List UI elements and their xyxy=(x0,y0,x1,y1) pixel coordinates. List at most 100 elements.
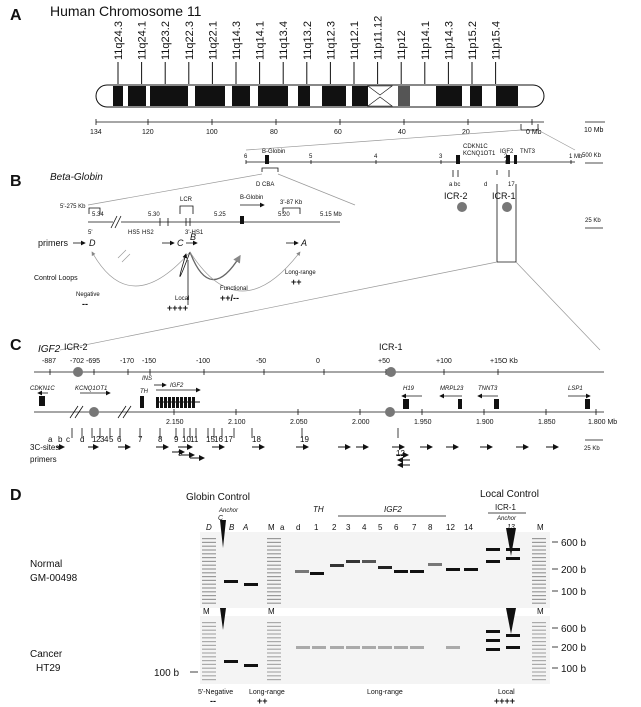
icr1-mid-flower-icon xyxy=(385,407,395,417)
axis-tick-label: 0 Mb xyxy=(526,129,542,136)
ladder-band xyxy=(267,541,281,543)
site-label: 11 xyxy=(190,435,199,444)
bottom-tick-label: 2.000 xyxy=(352,419,370,426)
scale-25kb-b: 25 Kb xyxy=(585,218,601,224)
bottom-tick-label: 1.950 xyxy=(414,419,432,426)
sub-label-17: 17 xyxy=(508,182,515,188)
lane-label: 2 xyxy=(332,523,337,532)
site-label: d xyxy=(80,435,84,444)
ladder-band xyxy=(202,656,216,658)
ladder-band xyxy=(202,675,216,677)
size-100-left: 100 b xyxy=(154,668,179,679)
gel-band xyxy=(486,639,500,642)
ladder-band xyxy=(202,622,216,624)
gene-th: TH xyxy=(140,389,149,395)
gel-band xyxy=(506,557,520,560)
ladder-band xyxy=(267,572,281,574)
gene-ins: INS xyxy=(142,376,152,382)
top-tick-label: -100 xyxy=(196,358,210,365)
gene-cdkn1c: CDKN1C xyxy=(30,386,55,392)
gel-band xyxy=(378,566,392,569)
band-label: 11q22.1 xyxy=(207,21,219,60)
3c-sites-label: 3C-sites xyxy=(30,443,59,452)
ladder-band xyxy=(267,576,281,578)
site-label: c xyxy=(66,435,70,444)
icr1-label-b: ICR-1 xyxy=(492,191,516,201)
ladder-band xyxy=(267,679,281,681)
ladder-band xyxy=(202,679,216,681)
loop-functional-sign: ++/-- xyxy=(220,293,239,303)
top-tick-label: +15O Kb xyxy=(490,358,518,365)
b-globin-label: B-Globin xyxy=(240,195,263,201)
axis-tick-label: 120 xyxy=(142,129,154,136)
ladder-band xyxy=(202,549,216,551)
gene-kcnq1ot1: KCNQ1OT1 xyxy=(75,386,107,392)
bottom-tick-label: 1.800 Mb xyxy=(588,419,617,426)
axis-tick-label: 100 xyxy=(206,129,218,136)
zoom-tick-label: 6 xyxy=(244,154,248,160)
site-label: 12 xyxy=(396,449,405,458)
band-label: 11q22.3 xyxy=(184,21,196,60)
gel-band xyxy=(362,560,376,563)
gel-band xyxy=(506,548,520,551)
bottom-tick-label: 2.100 xyxy=(228,419,246,426)
site-label: 1 xyxy=(92,435,97,444)
ladder-band xyxy=(532,564,546,566)
zoom-label-igf2: IGF2 xyxy=(500,149,514,155)
ladder-band xyxy=(267,625,281,627)
ladder-band xyxy=(202,633,216,635)
beta-globin-title: Beta-Globin xyxy=(50,172,103,183)
top-tick-label: +50 xyxy=(378,358,390,365)
gel-band xyxy=(410,570,424,573)
lane-m-right: M xyxy=(537,523,544,532)
ladder-band xyxy=(202,671,216,673)
gel-band xyxy=(464,568,478,571)
ladder-band xyxy=(532,579,546,581)
anchor-13-label: Anchor xyxy=(496,516,517,522)
primers-label-c: primers xyxy=(30,455,57,464)
gel-band xyxy=(330,564,344,567)
loop-negative-label: Negative xyxy=(76,292,100,298)
gel-normal xyxy=(200,532,550,608)
gel-band xyxy=(244,583,258,586)
ladder-band xyxy=(532,667,546,669)
globin-control-title: Globin Control xyxy=(186,492,250,503)
band-label: 11q12.3 xyxy=(325,21,337,60)
ladder-band xyxy=(267,549,281,551)
lane-label: 7 xyxy=(412,523,417,532)
ladder-band xyxy=(202,644,216,646)
ladder-band xyxy=(532,576,546,578)
ladder-band xyxy=(532,541,546,543)
zoom-tick-label: 1 Mb xyxy=(569,154,583,160)
ladder-band xyxy=(532,637,546,639)
igf2-exons xyxy=(156,397,200,408)
icr2-mid-flower-icon xyxy=(89,407,99,417)
five-prime-label: 5' xyxy=(88,230,92,236)
ladder-band xyxy=(532,549,546,551)
gel-band xyxy=(362,646,376,649)
gel-band xyxy=(312,646,326,649)
chromosome-ideogram xyxy=(95,84,545,108)
site-label: a xyxy=(48,435,53,444)
top-tick-label: -702 xyxy=(70,358,84,365)
igf2-lane-label: IGF2 xyxy=(384,505,402,514)
zoom-label-kcnq1ot1: KCNQ1OT1 xyxy=(463,151,496,157)
lane-label: 3 xyxy=(346,523,351,532)
panel-label-b: B xyxy=(10,173,22,190)
loop-functional-label: Functional xyxy=(220,286,248,292)
ladder-band xyxy=(267,591,281,593)
site-label: 18 xyxy=(252,435,261,444)
ladder-band xyxy=(267,598,281,600)
icr2-c-flower-icon xyxy=(73,367,83,377)
sub-label-dcba: D CBA xyxy=(256,182,274,188)
band-label: 11q24.1 xyxy=(137,21,149,60)
ladder-band xyxy=(267,595,281,597)
site-label: 17 xyxy=(224,435,233,444)
coord-525: 5.25 xyxy=(214,212,226,218)
loop-local-sign: ++++ xyxy=(167,303,188,313)
gene-tnnt3: TNNT3 xyxy=(478,386,498,392)
site-label: 19 xyxy=(300,435,309,444)
ladder-band xyxy=(202,660,216,662)
loop-local-label: Local xyxy=(175,296,189,302)
